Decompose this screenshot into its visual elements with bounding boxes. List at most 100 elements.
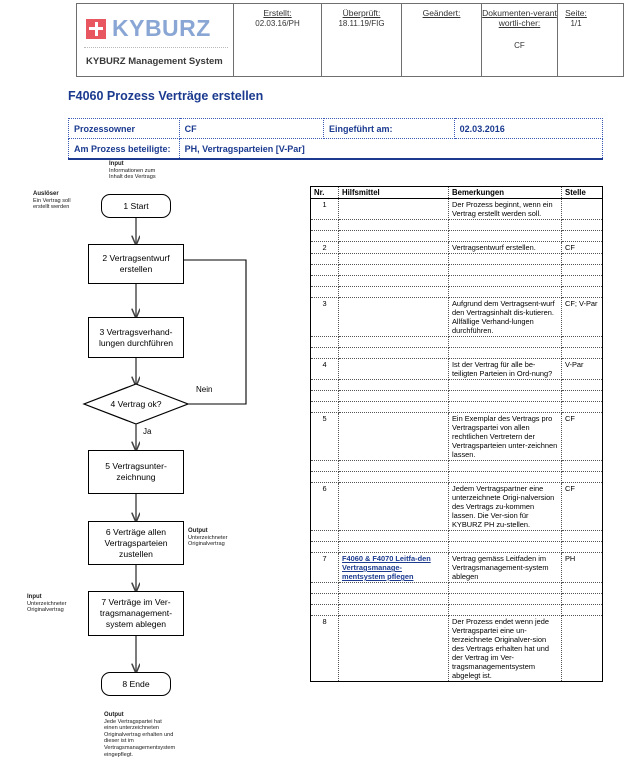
spacer-cell — [448, 275, 562, 287]
spacer-cell — [310, 275, 339, 287]
spacer-cell — [561, 460, 603, 472]
cell-stelle: CF — [561, 412, 603, 461]
owner-label: Prozessowner — [68, 118, 180, 139]
col-header-bemerkungen: Bemerkungen — [448, 186, 562, 199]
flow-node-7-ablegen[interactable]: 7 Verträge im Ver-tragsmanagement-system… — [88, 591, 184, 636]
table-spacer-row — [310, 264, 603, 276]
edge-label-nein: Nein — [196, 385, 213, 394]
annotation-output-6: Output Unterzeichneter Originalvertrag — [188, 528, 246, 548]
flow-node-3-verhandlungen[interactable]: 3 Vertragsverhand-lungen durchführen — [88, 317, 184, 358]
table-spacer-row — [310, 604, 603, 616]
table-spacer-row — [310, 541, 603, 553]
cell-hilfsmittel[interactable]: F4060 & F4070 Leitfa-den Vertragsmanage-… — [338, 552, 449, 583]
annotation-output-end-text: Jede Vertragspartei hat einen unterzeich… — [104, 718, 176, 758]
flow-node-2-vertragsentwurf[interactable]: 2 Vertragsentwurf erstellen — [88, 244, 184, 284]
process-info-table: Prozessowner CF Eingeführt am: 02.03.201… — [68, 118, 604, 160]
spacer-cell — [310, 219, 339, 231]
spacer-cell — [310, 604, 339, 616]
col-header-nr: Nr. — [310, 186, 339, 199]
seite-label: Seite: — [565, 8, 587, 18]
table-spacer-row — [310, 286, 603, 298]
header-col-verantwortlicher: Dokumenten-verantwortli-cher: CF — [482, 4, 558, 76]
spacer-cell — [561, 347, 603, 359]
spacer-cell — [448, 347, 562, 359]
cell-bemerkungen: Vertragsentwurf erstellen. — [448, 241, 562, 254]
annotation-trigger: Auslöser Ein Vertrag soll erstellt werde… — [33, 191, 88, 211]
spacer-cell — [448, 593, 562, 605]
spacer-cell — [561, 582, 603, 594]
flow-node-4-decision[interactable]: 4 Vertrag ok? — [110, 399, 162, 409]
ueberprueft-label: Überprüft: — [342, 8, 381, 18]
spacer-cell — [448, 401, 562, 413]
spacer-cell — [310, 541, 339, 553]
table-header-row: Nr. Hilfsmittel Bemerkungen Stelle — [310, 186, 603, 199]
geaendert-label: Geändert: — [422, 8, 461, 18]
cell-nr: 6 — [310, 482, 339, 531]
page-title: F4060 Prozess Verträge erstellen — [68, 89, 264, 103]
flowchart: 1 Start 2 Vertragsentwurf erstellen 3 Ve… — [0, 150, 300, 768]
spacer-cell — [338, 582, 449, 594]
cell-hilfsmittel — [338, 412, 449, 461]
annotation-output-end-title: Output — [104, 712, 124, 718]
spacer-cell — [561, 593, 603, 605]
spacer-cell — [561, 264, 603, 276]
cell-stelle: CF; V-Par — [561, 297, 603, 337]
edge-label-ja: Ja — [143, 427, 152, 436]
annotation-output-6-title: Output — [188, 528, 208, 534]
spacer-cell — [310, 530, 339, 542]
spacer-cell — [310, 390, 339, 402]
spacer-cell — [310, 336, 339, 348]
spacer-cell — [561, 390, 603, 402]
spacer-cell — [561, 604, 603, 616]
table-spacer-row — [310, 336, 603, 348]
spacer-cell — [561, 541, 603, 553]
cell-stelle — [561, 615, 603, 682]
cell-stelle: V-Par — [561, 358, 603, 380]
cell-nr: 3 — [310, 297, 339, 337]
cell-bemerkungen: Der Prozess beginnt, wenn ein Vertrag er… — [448, 198, 562, 220]
spacer-cell — [338, 336, 449, 348]
spacer-cell — [448, 264, 562, 276]
verantwortlicher-label: Dokumenten-verantwortli-cher: — [482, 8, 557, 28]
cell-nr: 8 — [310, 615, 339, 682]
cell-nr: 2 — [310, 241, 339, 254]
cell-stelle: CF — [561, 241, 603, 254]
spacer-cell — [561, 230, 603, 242]
spacer-cell — [338, 264, 449, 276]
spacer-cell — [561, 401, 603, 413]
spacer-cell — [310, 379, 339, 391]
cell-bemerkungen: Aufgrund dem Vertragsent-wurf den Vertra… — [448, 297, 562, 337]
logo-subtitle: KYBURZ Management System — [86, 56, 223, 67]
table-spacer-row — [310, 230, 603, 242]
spacer-cell — [310, 286, 339, 298]
spacer-cell — [338, 530, 449, 542]
cell-nr: 1 — [310, 198, 339, 220]
document-header: KYBURZ KYBURZ Management System Erstellt… — [76, 3, 624, 77]
flow-node-6-zustellen[interactable]: 6 Verträge allen Vertragsparteien zustel… — [88, 521, 184, 565]
flow-node-1-start[interactable]: 1 Start — [101, 194, 171, 218]
col-header-stelle: Stelle — [561, 186, 603, 199]
cell-stelle: PH — [561, 552, 603, 583]
cell-hilfsmittel — [338, 482, 449, 531]
table-body: 1 Der Prozess beginnt, wenn ein Vertrag e… — [310, 198, 603, 682]
spacer-cell — [448, 253, 562, 265]
spacer-cell — [338, 253, 449, 265]
hilfsmittel-link[interactable]: F4060 & F4070 Leitfa-den Vertragsmanage-… — [342, 554, 431, 581]
flow-node-5-unterzeichnung[interactable]: 5 Vertragsunter-zeichnung — [88, 450, 184, 494]
spacer-cell — [310, 582, 339, 594]
cell-stelle: CF — [561, 482, 603, 531]
flow-node-8-ende[interactable]: 8 Ende — [101, 672, 171, 696]
verantwortlicher-value: CF — [514, 41, 525, 50]
introduced-value: 02.03.2016 — [453, 118, 604, 139]
table-spacer-row — [310, 379, 603, 391]
erstellt-label: Erstellt: — [263, 8, 292, 18]
brand-name: KYBURZ — [112, 15, 211, 41]
spacer-cell — [561, 379, 603, 391]
cell-hilfsmittel — [338, 297, 449, 337]
table-spacer-row — [310, 275, 603, 287]
table-spacer-row — [310, 390, 603, 402]
spacer-cell — [310, 593, 339, 605]
